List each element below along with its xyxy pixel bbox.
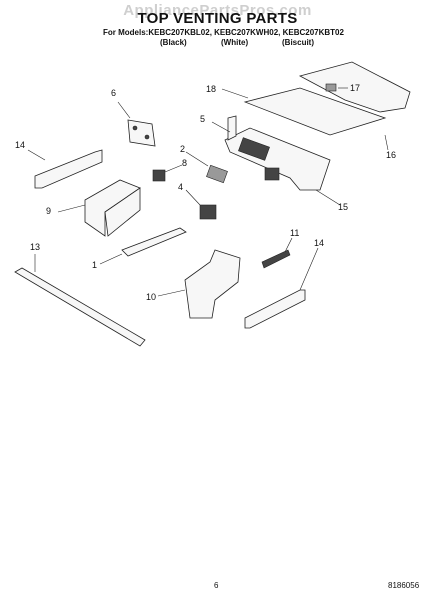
part-3-duct-bracket bbox=[224, 127, 331, 191]
part-10-vent-duct bbox=[184, 249, 241, 319]
models-line: For Models:KEBC207KBL02, KEBC207KWH02, K… bbox=[103, 28, 344, 37]
callout-1: 1 bbox=[92, 260, 98, 270]
variant-white: (White) bbox=[221, 38, 249, 47]
callout-10: 10 bbox=[146, 292, 157, 302]
callout-15: 15 bbox=[338, 202, 349, 212]
part-16-rear-sheet bbox=[298, 61, 411, 113]
callout-14-upper: 14 bbox=[15, 140, 26, 150]
part-4-switch bbox=[206, 164, 228, 184]
callout-18: 18 bbox=[206, 84, 217, 94]
variant-black: (Black) bbox=[160, 38, 187, 47]
document-number: 8186056 bbox=[388, 581, 420, 590]
part-14-side-bracket-left bbox=[34, 149, 103, 189]
callout-11: 11 bbox=[290, 228, 300, 238]
callout-2: 2 bbox=[180, 144, 186, 154]
callout-14-lower: 14 bbox=[314, 238, 325, 248]
callout-13: 13 bbox=[30, 242, 41, 252]
part-11-terminal-strip bbox=[261, 249, 291, 269]
part-14-side-bracket-right bbox=[244, 289, 306, 329]
part-17-clip bbox=[325, 83, 337, 92]
part-18-vent-panel bbox=[243, 87, 387, 136]
callout-8: 8 bbox=[182, 158, 188, 168]
part-13-rail bbox=[14, 267, 146, 347]
callout-9: 9 bbox=[46, 206, 52, 216]
variant-biscuit: (Biscuit) bbox=[282, 38, 314, 47]
page-number: 6 bbox=[214, 581, 219, 590]
part-8-terminal bbox=[152, 169, 166, 182]
callout-6: 6 bbox=[111, 88, 117, 98]
part-1-bar bbox=[121, 227, 187, 257]
callout-17: 17 bbox=[350, 83, 361, 93]
watermark: AppliancePartsPros.com bbox=[123, 2, 312, 19]
callout-3: 5 bbox=[200, 114, 206, 124]
callout-16: 16 bbox=[386, 150, 397, 160]
callout-5: 4 bbox=[178, 182, 184, 192]
page-title: TOP VENTING PARTS bbox=[137, 10, 298, 27]
part-6-bracket bbox=[127, 119, 156, 147]
part-5-switch bbox=[199, 204, 217, 220]
